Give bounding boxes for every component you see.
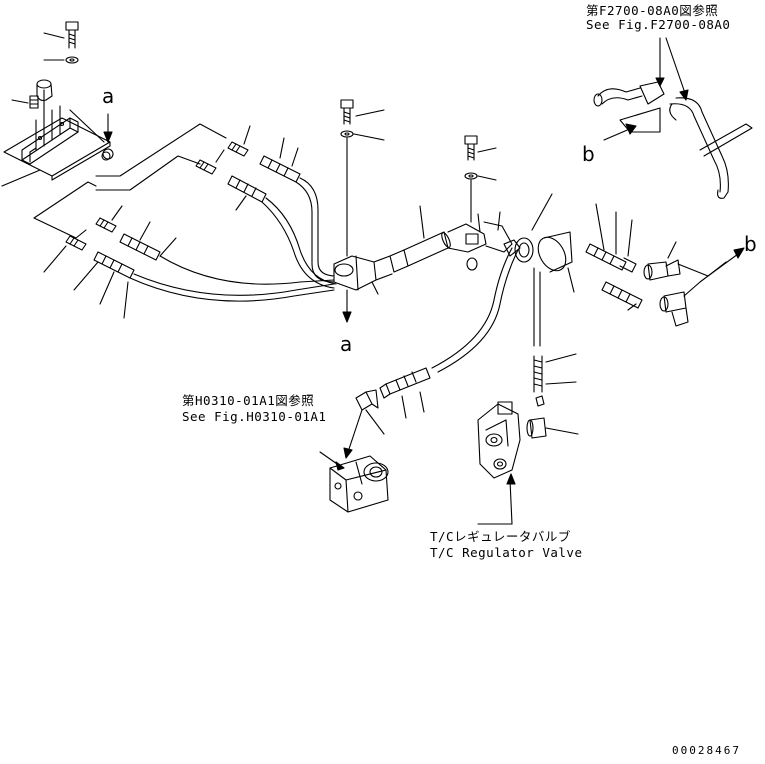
stud-regulator [533,353,577,407]
ref-f2700-en: See Fig.F2700-08A0 [586,17,731,32]
leader-frame-left [33,123,227,239]
fitting-left-4 [43,235,87,273]
plug-regulator [526,417,579,439]
hose-right-upper [585,203,637,273]
connector-b-top: b [582,142,595,166]
bolt-center-right [464,135,497,161]
ref-h0310-en: See Fig.H0310-01A1 [182,409,327,424]
ref-regulator-en: T/C Regulator Valve [430,545,583,560]
fitting-upper-2 [195,149,225,175]
fitting-left-3 [95,205,123,233]
washer-center [340,130,385,257]
connector-a-top: a [102,84,115,108]
elbow-tube-center-right [431,211,521,373]
hose-lower-center [379,367,431,419]
washer-center-right [464,172,497,223]
valve-block-h0310 [319,451,389,513]
hose-upper-mid [227,175,337,289]
elbow-fitting-top-left [11,79,53,109]
elbow-lower-left [343,389,385,459]
sheet-number: 00028467 [672,744,741,757]
arrow-b-right [707,247,745,277]
fitting-upper-1 [227,125,251,157]
ref-h0310-jp: 第H0310-01A1図参照 [182,393,315,408]
elbow-right-lower [659,275,709,327]
elbow-right-upper [643,241,727,281]
tube-top-right [593,37,753,199]
regulator-valve [477,401,521,525]
bolt-center [340,99,385,125]
connector-a-bottom: a [340,332,353,356]
bracket-plate-left [1,117,111,187]
hose-clamp [533,231,575,347]
hose-right-lower [601,281,643,311]
clamp-center [333,255,393,323]
bolt-top-left [43,21,79,49]
hose-lower-1 [119,221,335,285]
ref-f2700-jp: 第F2700-08A0図参照 [586,3,719,18]
washer-top-left [43,56,79,64]
hose-lower-2 [73,251,335,319]
arrow-a-top [102,113,114,160]
ref-regulator-jp: T/Cレギュレータバルブ [430,529,571,544]
union-ring [514,193,553,263]
hose-upper-long [259,137,337,283]
connector-b-right: b [744,232,757,256]
tube-center [389,205,487,273]
